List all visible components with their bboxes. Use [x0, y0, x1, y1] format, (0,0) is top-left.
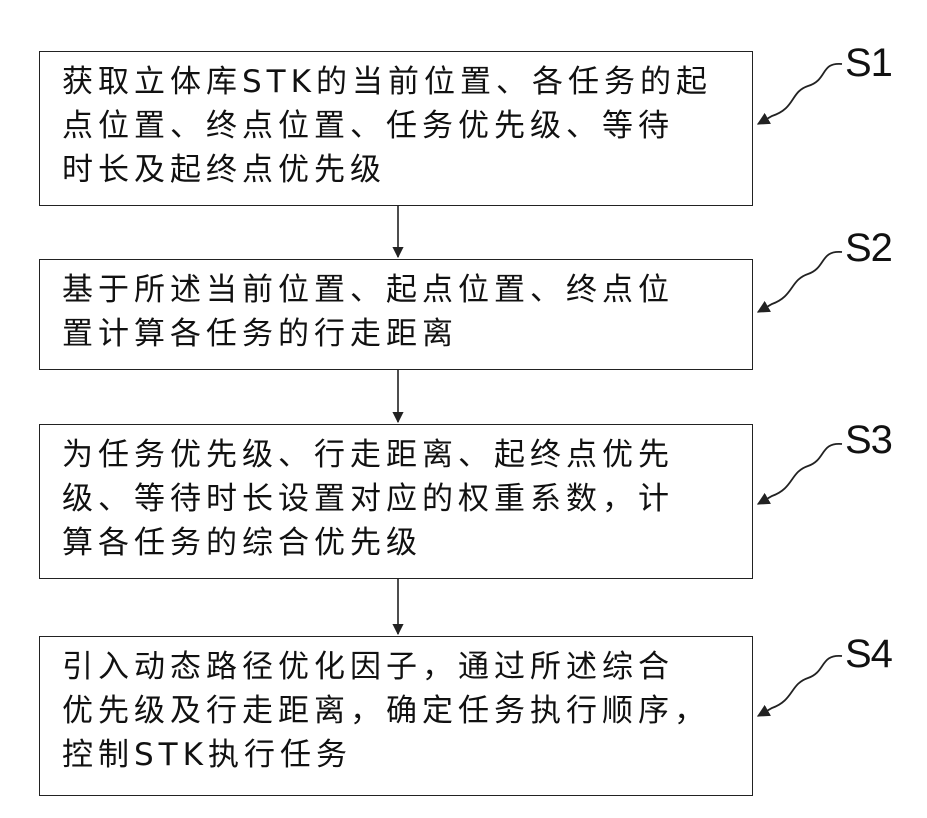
leader-arrow-s4 — [758, 656, 842, 716]
leader-arrow-s3 — [758, 444, 842, 504]
leader-arrow-s1 — [758, 64, 842, 124]
leader-arrow-s2 — [758, 252, 842, 312]
